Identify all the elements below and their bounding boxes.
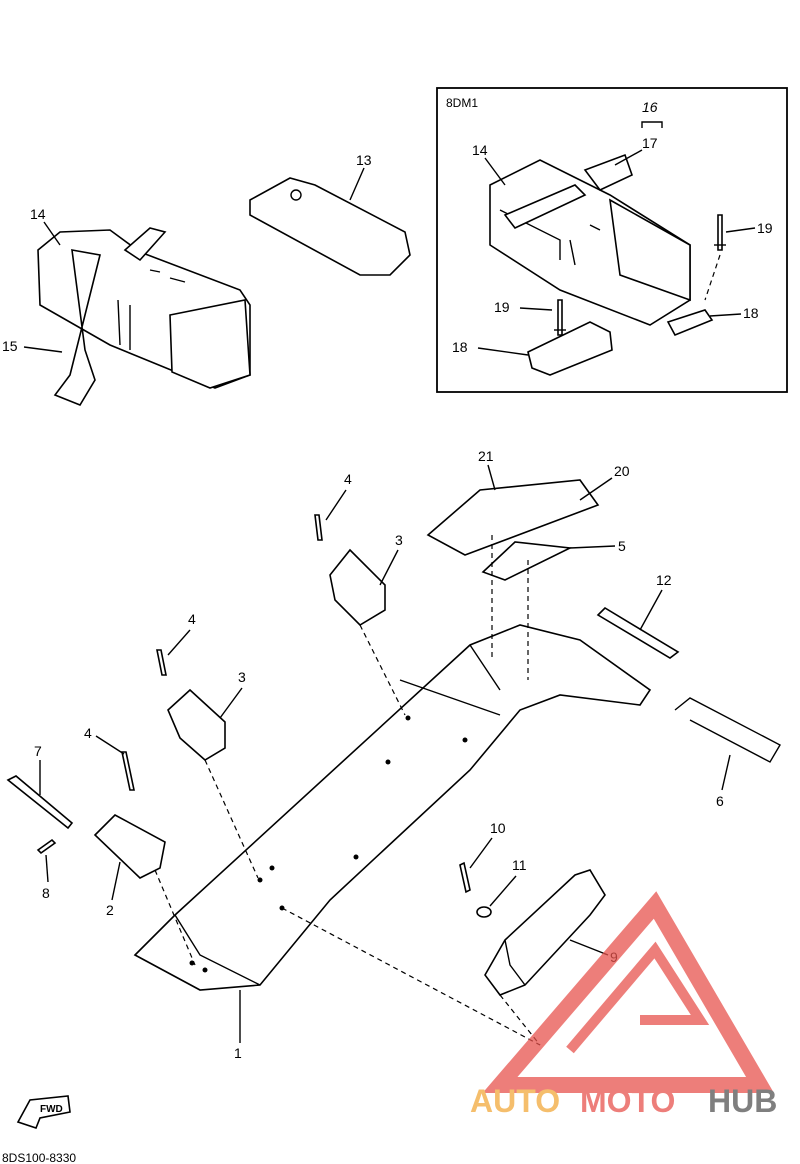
callout-21: 21 — [478, 448, 494, 464]
tool-pouch-13 — [249, 177, 411, 276]
callout-2: 2 — [106, 902, 114, 918]
callout-5: 5 — [618, 538, 626, 554]
washer-11 — [476, 906, 492, 918]
seat-bag-inset — [489, 153, 691, 326]
fwd-arrow-icon: FWD — [16, 1095, 71, 1129]
callout-6: 6 — [716, 793, 724, 809]
watermark-logo: AUTO MOTO HUB — [470, 891, 777, 1119]
callout-12: 12 — [656, 572, 672, 588]
bracket-9 — [484, 869, 606, 996]
screw-19-left — [554, 299, 566, 336]
screw-19-right — [704, 214, 726, 301]
watermark-moto: MOTO — [580, 1083, 675, 1119]
callout-20: 20 — [614, 463, 630, 479]
screw-4-upper — [314, 514, 323, 541]
bolt-7 — [6, 775, 74, 830]
callout-15: 15 — [2, 338, 18, 354]
callout-1: 1 — [234, 1045, 242, 1061]
inset-title: 8DM1 — [446, 96, 478, 110]
callout-18-right: 18 — [743, 305, 759, 321]
callout-14: 14 — [30, 206, 46, 222]
callout-3-upper: 3 — [395, 532, 403, 548]
callout-10: 10 — [490, 820, 506, 836]
screw-10 — [459, 861, 471, 894]
bracket-18-left — [527, 321, 613, 376]
callout-8: 8 — [42, 885, 50, 901]
callout-14-inset: 14 — [472, 142, 488, 158]
inset-8dm1: 8DM1 14 16 17 19 18 19 — [436, 87, 788, 393]
screw-4-mid — [156, 649, 167, 676]
callout-19-right: 19 — [757, 220, 773, 236]
callout-13: 13 — [356, 152, 372, 168]
fwd-label: FWD — [40, 1104, 63, 1115]
callout-4-lower: 4 — [84, 725, 92, 741]
watermark-auto: AUTO — [470, 1083, 560, 1119]
callout-7: 7 — [34, 743, 42, 759]
rear-fender — [133, 624, 652, 991]
pad-5 — [481, 541, 573, 581]
callout-17: 17 — [642, 135, 658, 151]
clip-18-right — [666, 309, 714, 337]
callout-3-lower: 3 — [238, 669, 246, 685]
seat-bag-main — [37, 227, 251, 406]
pin-8 — [36, 838, 57, 855]
pad-20-21 — [426, 479, 600, 556]
drawing-code: 8DS100-8330 — [2, 1151, 76, 1164]
strip-12 — [596, 606, 680, 659]
bracket-2 — [93, 814, 166, 879]
callout-16-inset: 16 — [642, 99, 658, 115]
callout-11: 11 — [512, 857, 527, 873]
bracket-3-upper — [329, 548, 386, 627]
wire-6 — [674, 697, 781, 763]
callout-19-left: 19 — [494, 299, 510, 315]
bracket-3-lower — [167, 688, 226, 761]
callout-4-mid: 4 — [188, 611, 196, 627]
screw-4-lower — [121, 751, 135, 791]
callout-4-upper: 4 — [344, 471, 352, 487]
watermark-hub: HUB — [708, 1083, 777, 1119]
callout-18-left: 18 — [452, 339, 468, 355]
